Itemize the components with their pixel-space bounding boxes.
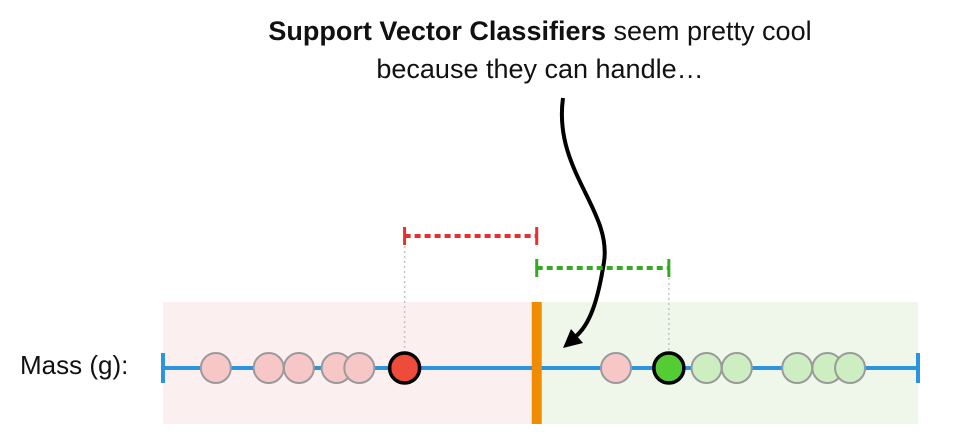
observations [199,351,867,385]
green-support-vector [652,351,686,385]
green-observation [720,352,753,384]
axis-label: Mass (g): [20,350,129,380]
red-observation [252,352,285,384]
margin-guides [403,236,670,353]
red-observation [343,352,376,384]
red-observation [600,352,632,384]
green-observation [834,352,867,384]
green-observation [690,352,723,384]
pointer-arrowhead [563,329,583,348]
caption-bold: Support Vector Classifiers [268,16,606,46]
red-support-vector [387,351,422,385]
caption-rest: seem pretty cool [606,16,812,46]
margins [403,227,671,277]
caption-line-2: because they can handle… [376,54,704,84]
caption: Support Vector Classifiers seem pretty c… [180,12,900,88]
threshold-bar [531,302,542,424]
red-observation [282,352,315,384]
caption-line-1: Support Vector Classifiers seem pretty c… [180,12,900,50]
green-observation [781,352,814,384]
pointer-arrow [559,97,607,339]
red-observation [199,352,232,384]
